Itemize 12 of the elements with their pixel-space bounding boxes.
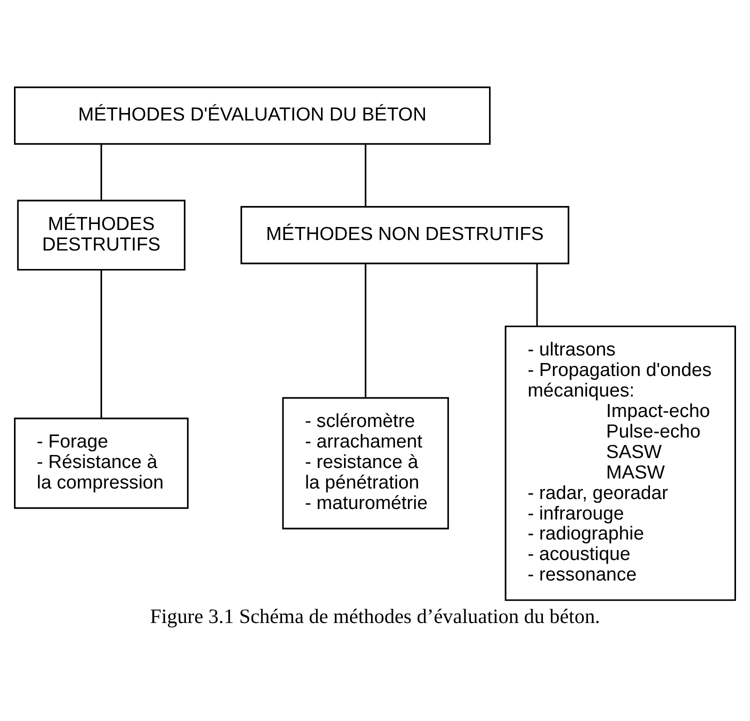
connector: [100, 269, 102, 418]
node-box: - ultrasons - Propagation d'ondes mécaniques: Impact-echo Pulse-echo SASW MASW - radar, georadar - infrarouge - radiographie - acoustique - ressonance: [504, 325, 736, 600]
node-box: MÉTHODES DESTRUTIFS: [17, 199, 186, 270]
connector: [364, 143, 366, 206]
node-box: MÉTHODES D'ÉVALUATION DU BÉTON: [14, 86, 491, 144]
connector: [364, 263, 366, 398]
node-box: - Forage - Résistance à la compression: [14, 417, 189, 508]
node-box: MÉTHODES NON DESTRUTIFS: [240, 206, 570, 264]
caption: Figure 3.1 Schéma de méthodes d’évaluation du béton.: [150, 605, 600, 628]
connector: [100, 143, 102, 200]
connector: [536, 263, 538, 326]
node-box: - scléromètre - arrachament - resistance à la pénétration - maturométrie: [282, 396, 449, 529]
